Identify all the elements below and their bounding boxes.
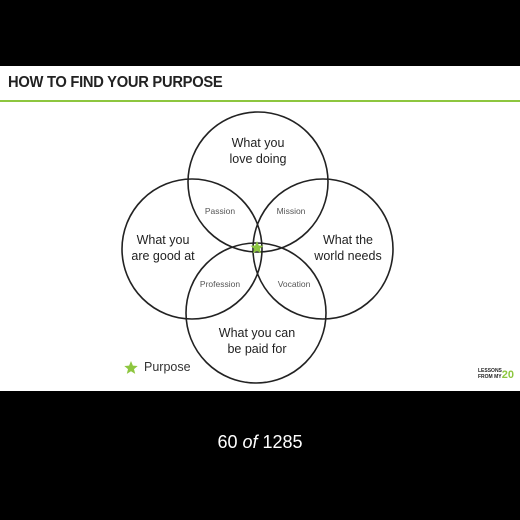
title-underline xyxy=(0,100,520,102)
logo-line-1: LESSONS xyxy=(478,368,502,374)
logo-number: 20 xyxy=(501,369,514,381)
circle-label-left-2: are good at xyxy=(131,249,195,263)
circle-label-top-1: What you xyxy=(232,136,285,150)
overlap-label-mission: Mission xyxy=(277,206,306,216)
purpose-star-icon xyxy=(250,241,264,254)
legend-star-icon xyxy=(124,361,138,374)
page-current: 60 xyxy=(217,432,238,452)
logo-line-2: FROM MY xyxy=(478,374,502,380)
circle-good-at xyxy=(121,178,263,320)
circle-label-right-1: What the xyxy=(323,233,373,247)
circle-label-top-2: love doing xyxy=(230,152,287,166)
page-counter: 60 of 1285 xyxy=(0,432,520,453)
legend-label: Purpose xyxy=(144,360,191,374)
circle-label-bottom-2: be paid for xyxy=(227,342,286,356)
circle-label-right-2: world needs xyxy=(313,249,381,263)
page-of: of xyxy=(242,432,258,452)
circle-love-doing xyxy=(187,111,329,253)
circle-world-needs xyxy=(252,178,394,320)
overlap-label-vocation: Vocation xyxy=(278,279,311,289)
slide-title: HOW TO FIND YOUR PURPOSE xyxy=(8,74,223,91)
page-total: 1285 xyxy=(262,432,303,452)
slide: HOW TO FIND YOUR PURPOSE What you love d… xyxy=(0,66,520,391)
circle-label-left-1: What you xyxy=(137,233,190,247)
overlap-label-passion: Passion xyxy=(205,206,236,216)
venn-diagram: What you love doing What you are good at… xyxy=(121,111,394,384)
circle-label-bottom-1: What you can xyxy=(219,326,295,340)
brand-logo: LESSONS FROM MY 20 xyxy=(478,365,514,385)
overlap-label-profession: Profession xyxy=(200,279,240,289)
circle-paid-for xyxy=(185,242,327,384)
